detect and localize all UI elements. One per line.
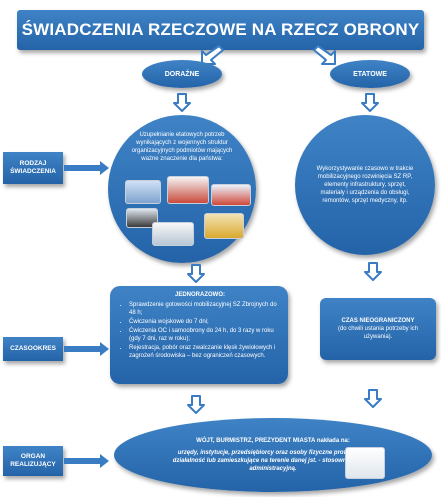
document-image [345, 447, 385, 479]
czasookres-doraźne-list: Sprawdzenie gotowości mobilizacyjnej SZ … [118, 301, 282, 360]
arrow-down-icon [364, 389, 382, 408]
rodzaj-etatowe-text: Wykorzystywanie czasowo w trakcie mobili… [316, 166, 414, 204]
truck-image [167, 176, 209, 204]
arrow-down-icon [361, 93, 379, 112]
organ-body: urzędy, instytucje, przedsiębiorcy oraz … [172, 450, 374, 472]
czasookres-doraźne-box: JEDNORAZOWO: Sprawdzenie gotowości mobil… [110, 286, 288, 384]
airplane-image [211, 184, 251, 206]
atv-image [126, 208, 158, 228]
list-item: Rejestracja, pobór oraz zwalczanie klęsk… [129, 344, 282, 360]
arrow-right-icon [64, 342, 109, 356]
arrow-down-right-icon [313, 45, 336, 65]
arrow-down-icon [364, 262, 382, 281]
arrow-right-icon [64, 454, 109, 468]
vehicle-image [125, 180, 161, 204]
rodzaj-doraźne-text: Uzupełnianie etatowych potrzeb wynikając… [131, 132, 233, 162]
organ-heading: WÓJT, BURMISTRZ, PREZYDENT MIASTA nakład… [196, 438, 350, 444]
czasookres-doraźne-heading: JEDNORAZOWO: [175, 292, 225, 298]
excavator-image [204, 213, 244, 239]
building-image [152, 222, 194, 246]
czasookres-etatowe-box: CZAS NIEOGRANICZONY (do chwili ustania p… [320, 298, 436, 360]
diagram-title: ŚWIADCZENIA RZECZOWE NA RZECZ OBRONY [17, 10, 424, 50]
category-etatowe: ETATOWE [330, 60, 410, 88]
row-label-organ: ORGAN REALIZUJĄCY [3, 446, 63, 476]
arrow-down-icon [187, 395, 205, 414]
category-doraźne: DORAŹNE [142, 60, 222, 88]
row-label-czasookres: CZASOOKRES [3, 337, 63, 361]
list-item: Ćwiczenia OC i samoobrony do 24 h, do 3 … [129, 327, 282, 343]
rodzaj-etatowe-circle: Wykorzystywanie czasowo w trakcie mobili… [295, 115, 435, 255]
arrow-down-icon [187, 264, 205, 283]
arrow-right-icon [64, 161, 109, 175]
row-label-rodzaj: RODZAJ ŚWIADCZENIA [3, 152, 63, 184]
czasookres-etatowe-heading: CZAS NIEOGRANICZONY [341, 318, 415, 324]
list-item: Sprawdzenie gotowości mobilizacyjnej SZ … [129, 301, 282, 317]
arrow-down-icon [173, 93, 191, 112]
list-item: Ćwiczenia wojskowe do 7 dni; [129, 318, 282, 326]
czasookres-etatowe-sub: (do chwili ustania potrzeby ich używania… [337, 326, 419, 340]
